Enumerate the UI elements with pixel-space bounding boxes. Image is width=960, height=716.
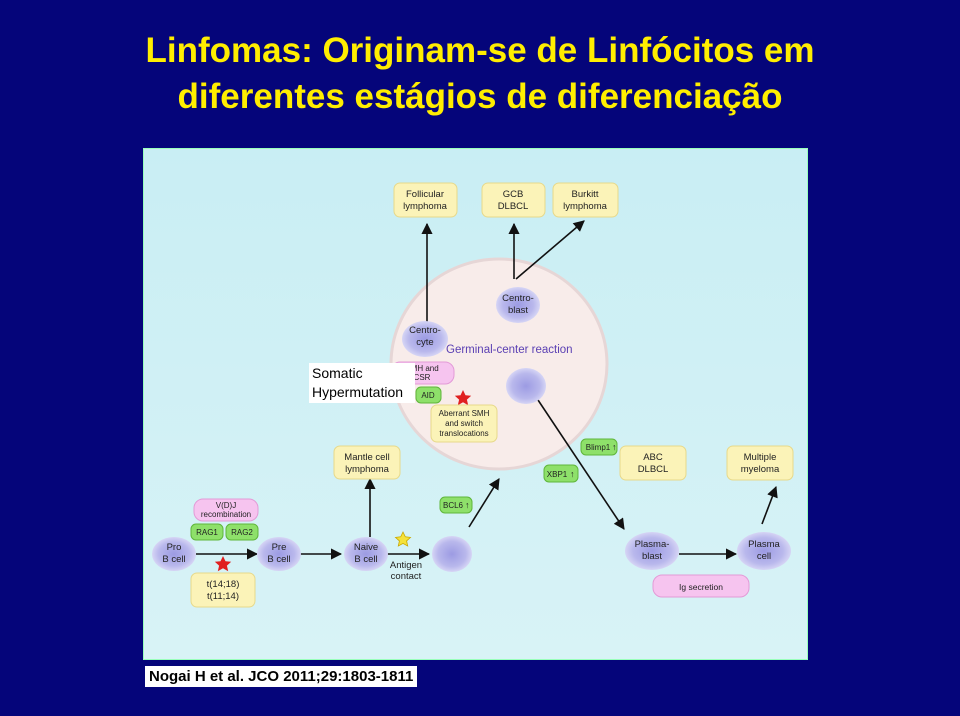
pro-line-1: Pro	[167, 542, 182, 553]
mantle-line-1: Mantle cell	[344, 452, 389, 463]
aid-badge: AID	[415, 386, 442, 404]
gcb-line-1: GCB	[503, 189, 524, 200]
mantle-line-2: lymphoma	[345, 464, 390, 475]
naive-line-2: B cell	[354, 554, 377, 565]
star-icon	[454, 390, 472, 406]
citation: Nogai H et al. JCO 2011;29:1803-1811	[145, 666, 418, 687]
ig-secretion-badge: Ig secretion	[652, 574, 750, 598]
burkitt-line-1: Burkitt	[572, 189, 599, 200]
activated-b-cell	[432, 536, 472, 572]
naive-b-cell: Naive B cell	[344, 537, 388, 571]
germinal-center-label: Germinal-center reaction	[446, 344, 573, 356]
aberrant-line-1: Aberrant SMH	[439, 409, 490, 418]
translocation-line-1: t(14;18)	[207, 579, 240, 590]
myeloma-line-2: myeloma	[741, 464, 780, 475]
somatic-line-1: Somatic	[312, 365, 363, 381]
gc-cell	[506, 368, 546, 404]
up-arrow-icon: ↑	[465, 500, 470, 510]
up-arrow-icon: ↑	[612, 442, 617, 452]
plasma-cell: Plasma cell	[737, 532, 791, 570]
plasmablast-line-1: Plasma-	[635, 539, 670, 550]
follicular-lymphoma-box: Follicular lymphoma	[393, 182, 458, 218]
pre-line-2: B cell	[267, 554, 290, 565]
rag1-label: RAG1	[196, 528, 218, 537]
up-arrow-icon: ↑	[570, 469, 575, 479]
centrocyte-line-2: cyte	[416, 337, 433, 348]
bcl6-badge: BCL6 ↑	[439, 496, 473, 514]
burkitt-line-2: lymphoma	[563, 201, 608, 212]
gcb-line-2: DLBCL	[498, 201, 529, 212]
abc-dlbcl-box: ABC DLBCL	[619, 445, 687, 481]
star-icon	[394, 531, 412, 547]
myeloma-line-1: Multiple	[744, 452, 777, 463]
pro-b-cell: Pro B cell	[152, 537, 196, 571]
naive-line-1: Naive	[354, 542, 378, 553]
slide-title-line-2: diferentes estágios de diferenciação	[177, 77, 783, 116]
ig-secretion-label: Ig secretion	[679, 582, 723, 592]
b-cell-differentiation-diagram: Follicular lymphoma GCB DLBCL Burkitt ly…	[143, 148, 808, 660]
aberrant-translocations-box: Aberrant SMH and switch translocations	[430, 404, 498, 443]
gcb-dlbcl-box: GCB DLBCL	[481, 182, 546, 218]
follicular-line-1: Follicular	[406, 189, 444, 200]
arrow-to-myeloma	[761, 485, 778, 525]
blimp1-label: Blimp1	[586, 443, 611, 452]
arrow-naive-to-gc	[468, 478, 500, 528]
plasmablast-cell: Plasma- blast	[625, 532, 679, 570]
centroblast-cell: Centro- blast	[496, 287, 540, 323]
somatic-line-2: Hypermutation	[312, 384, 403, 400]
centroblast-line-1: Centro-	[502, 293, 534, 304]
follicular-line-2: lymphoma	[403, 201, 448, 212]
multiple-myeloma-box: Multiple myeloma	[726, 445, 794, 481]
plasma-line-1: Plasma	[748, 539, 780, 550]
smh-line-2: CSR	[414, 373, 431, 382]
vdj-line-1: V(D)J	[216, 501, 236, 510]
plasmablast-line-2: blast	[642, 551, 662, 562]
centroblast-line-2: blast	[508, 305, 528, 316]
abc-line-1: ABC	[643, 452, 663, 463]
pre-line-1: Pre	[272, 542, 287, 553]
translocations-box: t(14;18) t(11;14)	[190, 572, 256, 608]
slide-title-line-1: Linfomas: Originam-se de Linfócitos em	[145, 31, 815, 70]
arrow-gc-to-plasmablast	[533, 393, 625, 530]
centrocyte-line-1: Centro-	[409, 325, 441, 336]
blimp1-badge: Blimp1 ↑	[580, 438, 618, 456]
somatic-hypermutation-label: Somatic Hypermutation	[309, 363, 415, 403]
translocation-line-2: t(11;14)	[207, 591, 239, 602]
abc-line-2: DLBCL	[638, 464, 669, 475]
bcl6-label: BCL6	[443, 501, 464, 510]
pre-b-cell: Pre B cell	[257, 537, 301, 571]
aberrant-line-2: and switch	[445, 419, 483, 428]
plasma-line-2: cell	[757, 551, 771, 562]
mantle-cell-lymphoma-box: Mantle cell lymphoma	[333, 445, 401, 480]
xbp1-badge: XBP1 ↑	[543, 464, 579, 483]
arrow-to-burkitt	[515, 220, 585, 280]
antigen-line-1: Antigen	[390, 560, 422, 571]
vdj-line-2: recombination	[201, 510, 251, 519]
rag2-label: RAG2	[231, 528, 253, 537]
aberrant-line-3: translocations	[439, 429, 488, 438]
centrocyte-cell: Centro- cyte	[402, 321, 448, 357]
vdj-recombination-badge: V(D)J recombination	[193, 498, 259, 522]
xbp1-label: XBP1	[547, 470, 568, 479]
burkitt-lymphoma-box: Burkitt lymphoma	[552, 182, 619, 218]
aid-label: AID	[421, 391, 435, 400]
pro-line-2: B cell	[162, 554, 185, 565]
rag2-badge: RAG2	[225, 523, 259, 541]
rag1-badge: RAG1	[190, 523, 224, 541]
smh-line-1: SMH and	[405, 364, 438, 373]
antigen-line-2: contact	[391, 571, 422, 582]
star-icon	[214, 556, 232, 572]
